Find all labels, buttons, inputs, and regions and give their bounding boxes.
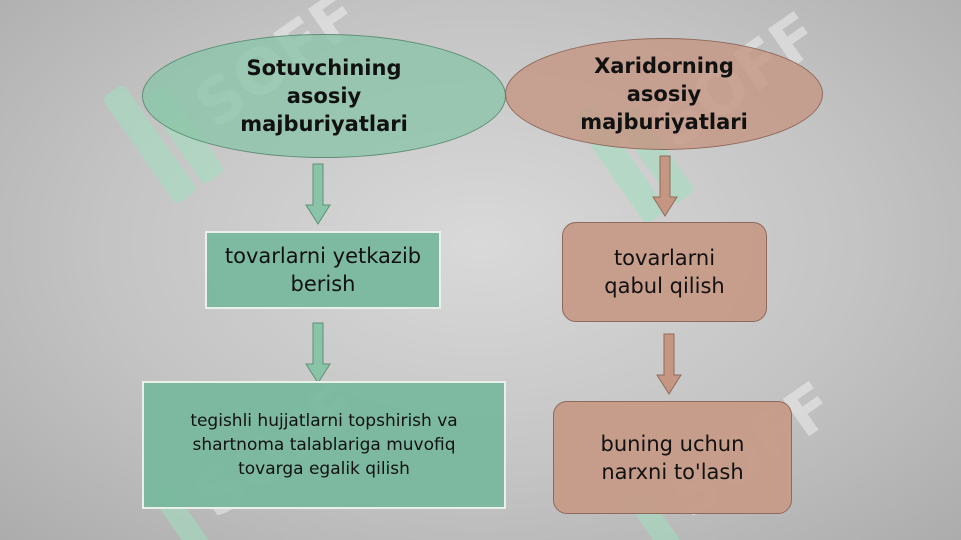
buyer-duty-1: tovarlarni qabul qilish: [604, 246, 725, 298]
buyer-arrow-2: [656, 333, 682, 395]
buyer-duty-2-box: buning uchun narxni to'lash: [553, 401, 792, 514]
seller-title-ellipse: Sotuvchining asosiy majburiyatlari: [142, 34, 506, 158]
buyer-duty-2: buning uchun narxni to'lash: [600, 431, 745, 484]
seller-title: Sotuvchining asosiy majburiyatlari: [240, 56, 408, 136]
seller-arrow-1: [305, 163, 331, 225]
seller-duty-1: tovarlarni yetkazib berish: [224, 244, 422, 296]
buyer-title-ellipse: Xaridorning asosiy majburiyatlari: [505, 38, 823, 150]
buyer-arrow-1: [652, 155, 678, 217]
buyer-title: Xaridorning asosiy majburiyatlari: [580, 54, 748, 134]
seller-arrow-2: [305, 322, 331, 384]
buyer-duty-1-box: tovarlarni qabul qilish: [562, 222, 767, 322]
seller-duty-1-box: tovarlarni yetkazib berish: [205, 231, 441, 309]
seller-duty-2: tegishli hujjatlarni topshirish va shart…: [190, 411, 458, 479]
seller-duty-2-box: tegishli hujjatlarni topshirish va shart…: [142, 381, 506, 509]
